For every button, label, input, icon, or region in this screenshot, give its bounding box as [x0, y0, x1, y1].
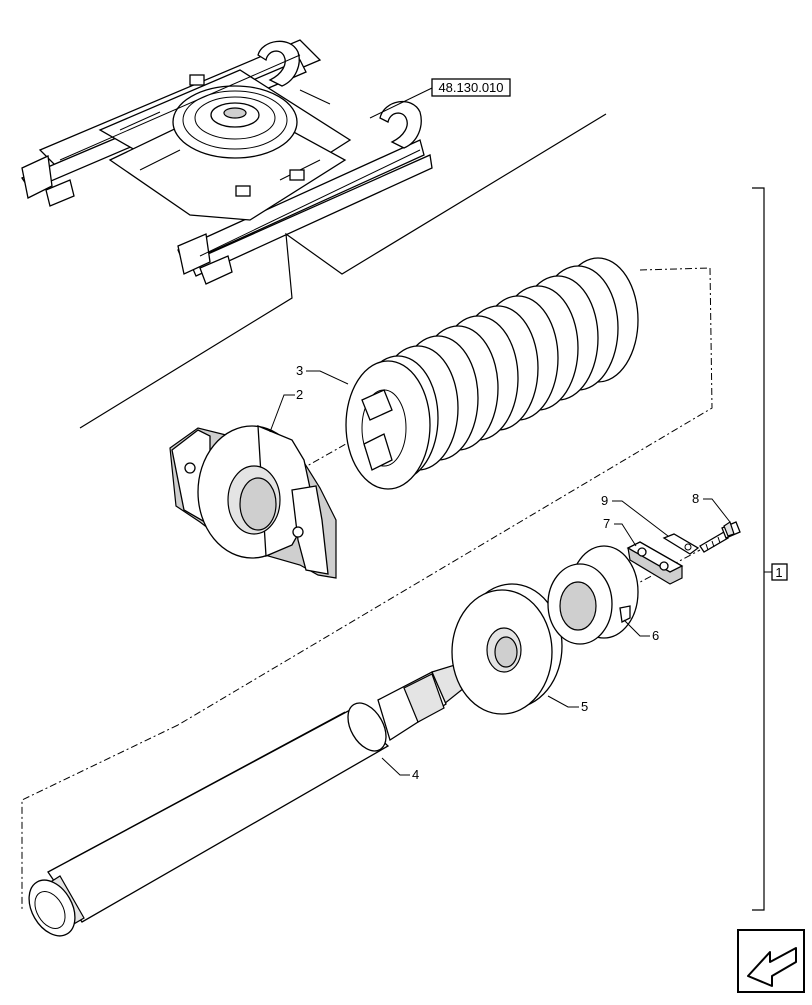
lock-washer-part[interactable] [662, 533, 700, 555]
group-bracket: 1 [752, 187, 788, 911]
callout-5[interactable]: 5 [581, 699, 588, 714]
section-leader-line [79, 113, 607, 429]
bracket-part[interactable] [169, 425, 337, 579]
reference-code-box[interactable] [431, 78, 511, 97]
group-number-label[interactable]: 1 [775, 565, 782, 580]
callout-8[interactable]: 8 [692, 491, 699, 506]
plate-part[interactable] [626, 541, 684, 585]
callout-7[interactable]: 7 [603, 516, 610, 531]
reference-code-label[interactable]: 48.130.010 [438, 80, 503, 95]
collar-part[interactable] [547, 545, 639, 645]
bolt-part[interactable] [699, 521, 741, 553]
shaft-assembly-outline [21, 724, 179, 910]
callout-3[interactable]: 3 [296, 363, 303, 378]
washer-part[interactable] [451, 583, 563, 715]
coil-spring-part[interactable] [345, 257, 639, 490]
callout-9[interactable]: 9 [601, 493, 608, 508]
back-arrow-icon[interactable] [737, 929, 805, 993]
callout-4[interactable]: 4 [412, 767, 419, 782]
spring-assembly-outline [177, 267, 713, 726]
callout-labels: 2 3 4 5 6 7 9 8 [269, 363, 731, 782]
shaft-part[interactable] [20, 663, 465, 944]
undercarriage-frame-illustration[interactable]: 48.130.010 [21, 39, 511, 285]
callout-2[interactable]: 2 [296, 387, 303, 402]
group-number-box[interactable] [771, 563, 788, 581]
callout-6[interactable]: 6 [652, 628, 659, 643]
